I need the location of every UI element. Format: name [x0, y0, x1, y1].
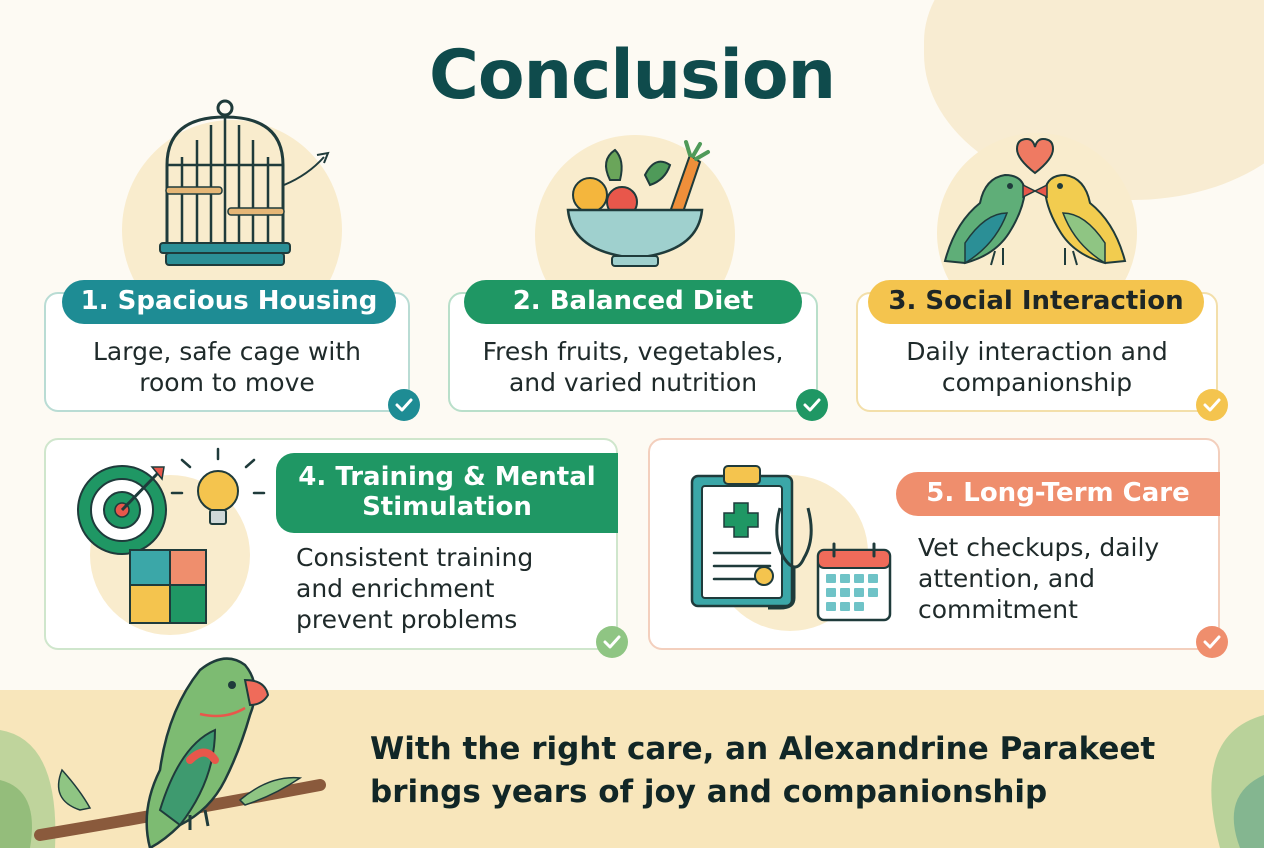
card-label-training-mental-stimulation: 4. Training & Mental Stimulation [276, 453, 618, 533]
target-lightbulb-puzzle-icon [70, 447, 270, 635]
check-icon [796, 389, 828, 421]
card-text-spacious-housing: Large, safe cage with room to move [92, 337, 361, 397]
alexandrine-parakeet-icon [34, 650, 340, 848]
leaf-decoration-icon [0, 700, 110, 848]
check-icon [388, 389, 420, 421]
card-text-long-term-care: Vet checkups, daily attention, and commi… [918, 533, 1160, 624]
card-label-balanced-diet: 2. Balanced Diet [464, 280, 802, 324]
leaf-decoration-icon [1150, 705, 1264, 848]
check-icon [596, 626, 628, 658]
check-icon [1196, 626, 1228, 658]
card-text-social-interaction: Daily interaction and companionship [906, 337, 1168, 397]
card-text-training-mental-stimulation: Consistent training and enrichment preve… [296, 543, 534, 634]
card-label-social-interaction: 3. Social Interaction [868, 280, 1204, 324]
check-icon [1196, 389, 1228, 421]
card-text-balanced-diet: Fresh fruits, vegetables, and varied nut… [482, 337, 784, 397]
food-bowl-icon [530, 135, 740, 335]
footer-message: With the right care, an Alexandrine Para… [370, 731, 1156, 810]
medical-clipboard-icon [680, 458, 900, 631]
card-label-spacious-housing: 1. Spacious Housing [62, 280, 396, 324]
parakeet-pair-heart-icon [925, 133, 1145, 333]
card-label-long-term-care: 5. Long-Term Care [896, 472, 1220, 516]
birdcage-icon [112, 95, 352, 340]
page-title: Conclusion [429, 36, 836, 115]
